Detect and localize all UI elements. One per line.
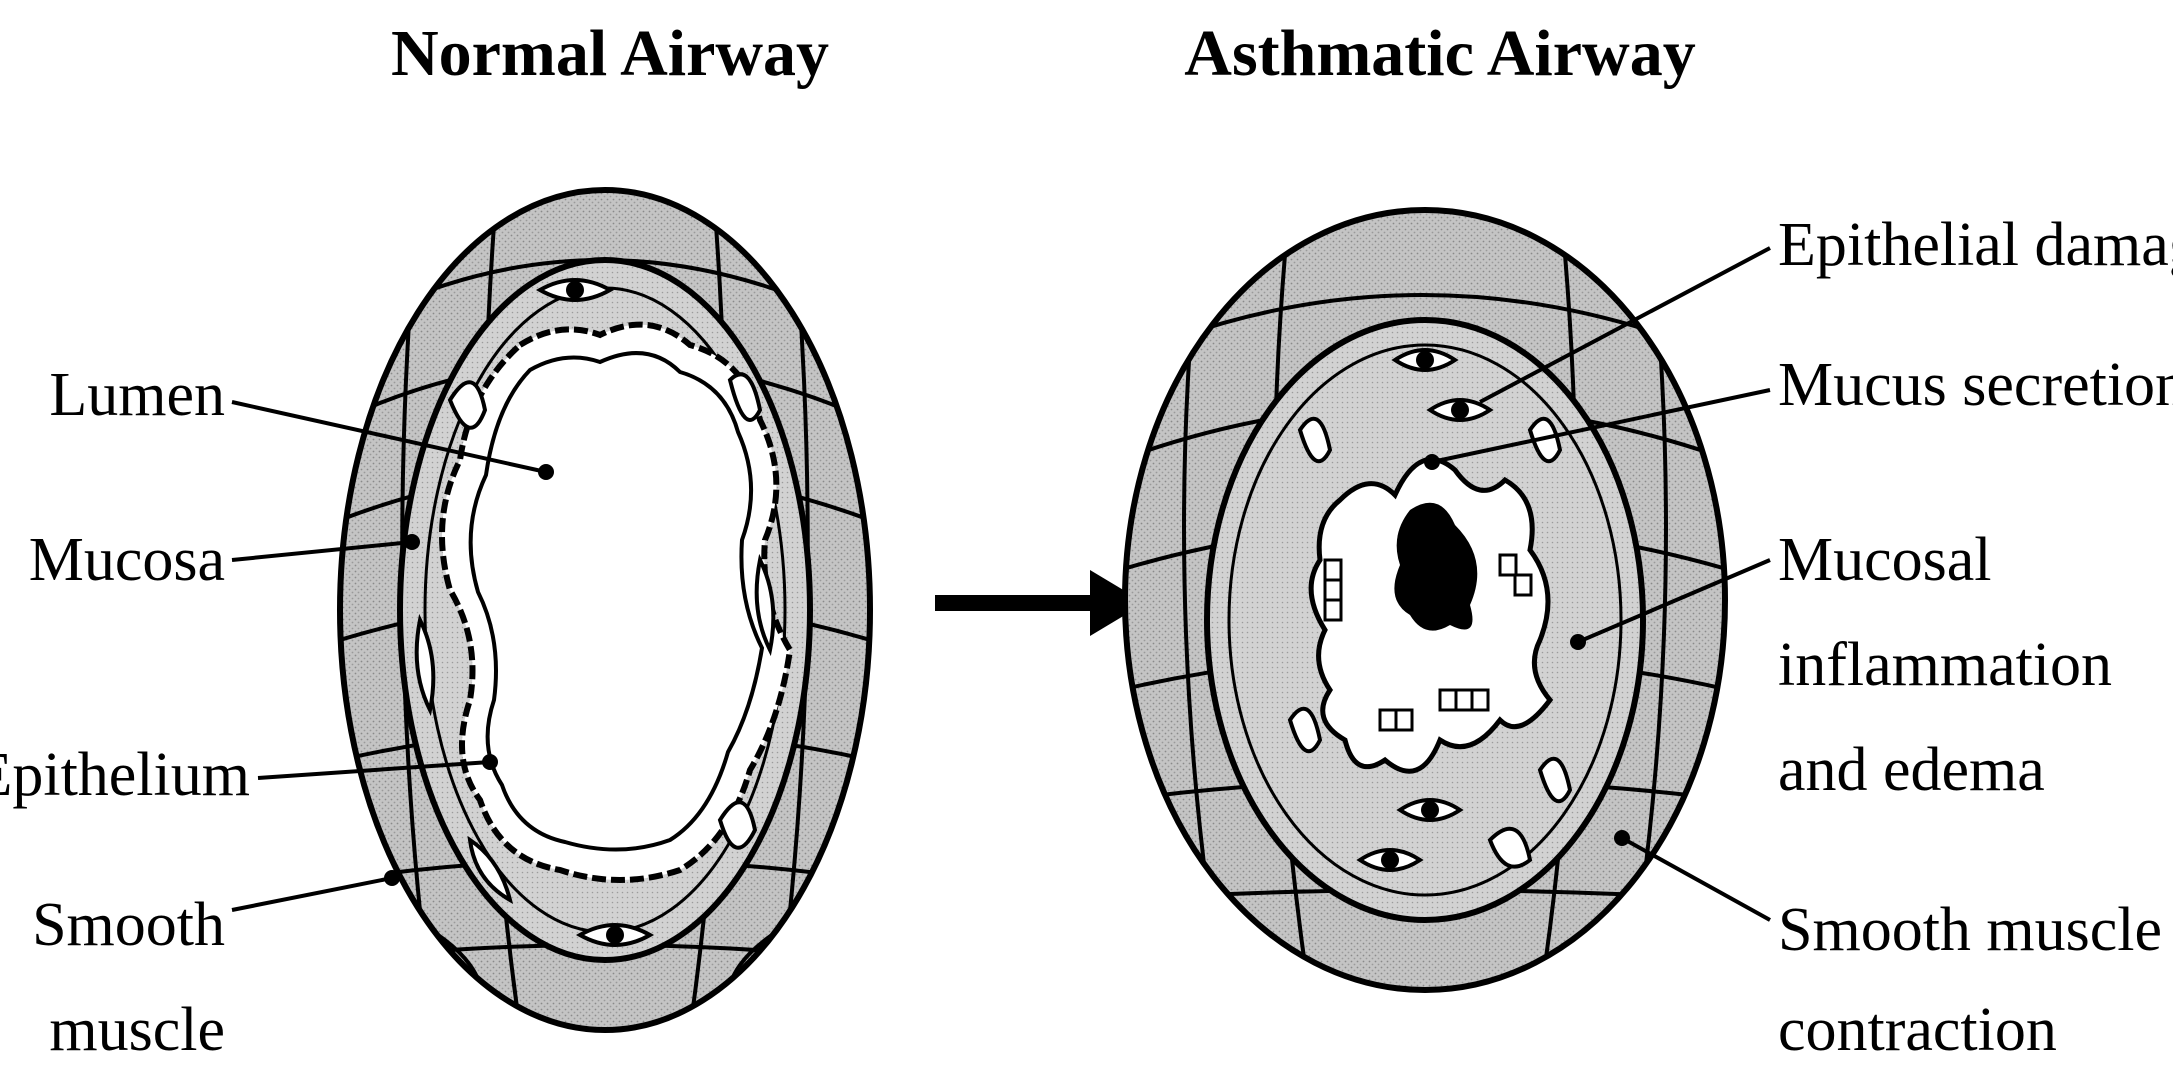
normal-airway-title: Normal Airway: [391, 17, 829, 90]
normal-airway-cross-section: [340, 150, 870, 1040]
label-lumen: Lumen: [49, 361, 225, 429]
asthmatic-airway-title: Asthmatic Airway: [1184, 17, 1695, 90]
label-smooth-muscle-left-line2: muscle: [49, 996, 225, 1064]
label-mucosa: Mucosa: [29, 526, 225, 594]
asthmatic-airway-cross-section: [1120, 180, 1730, 1020]
label-mucosal-line2: inflammation: [1778, 631, 2112, 699]
label-mucosal-line1: Mucosal: [1778, 526, 1992, 594]
label-epithelium: Epithelium: [0, 741, 250, 809]
label-mucus-secretion: Mucus secretion: [1778, 351, 2173, 419]
label-smooth-muscle-contraction-line1: Smooth muscle: [1778, 896, 2162, 964]
smooth-muscle-left-pointer-line: [232, 878, 392, 910]
smooth-muscle-contraction-pointer-line: [1622, 838, 1770, 920]
progression-arrow: [935, 570, 1145, 636]
normal-lumen: [471, 353, 762, 849]
label-epithelial-damage: Epithelial damage: [1778, 211, 2173, 279]
label-mucosal-line3: and edema: [1778, 736, 2045, 804]
label-smooth-muscle-left-line1: Smooth: [32, 891, 225, 959]
label-smooth-muscle-contraction-line2: contraction: [1778, 996, 2057, 1064]
